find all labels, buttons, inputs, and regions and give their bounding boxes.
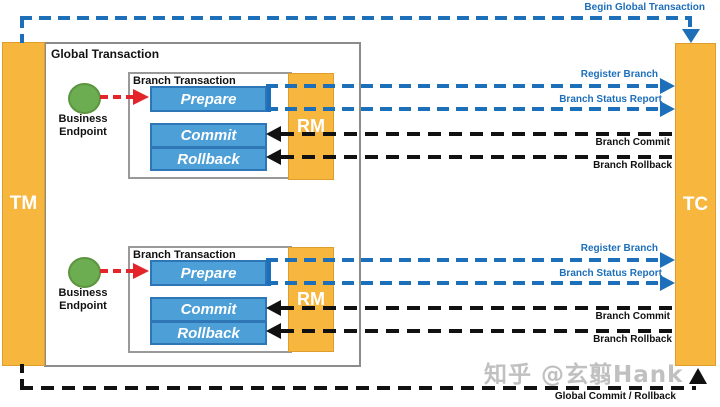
global-transaction-label: Global Transaction <box>51 47 160 61</box>
branch-rollback-arrowhead-icon <box>266 149 281 165</box>
commit-action: Commit <box>150 123 267 148</box>
prepare-action: Prepare <box>150 260 267 286</box>
branch-commit-line <box>281 306 675 310</box>
rm-node-label: RM <box>297 116 325 136</box>
branch-commit-line <box>281 132 675 136</box>
business-endpoint-icon <box>68 257 101 288</box>
register-branch-label: Register Branch <box>580 243 658 254</box>
tc-node: TC <box>675 43 716 366</box>
branch-rollback-line <box>281 155 675 159</box>
invoke-arrowhead-icon <box>133 89 149 105</box>
invoke-arrow-line <box>100 95 133 99</box>
invoke-arrow-line <box>100 269 133 273</box>
rm-node: RM <box>288 73 334 180</box>
zhihu-watermark: 知乎 @玄翦Hank <box>484 362 684 388</box>
branch-rollback-line <box>281 329 675 333</box>
branch-commit-arrowhead-icon <box>266 300 281 316</box>
prepare-loop-edge <box>267 258 271 286</box>
branch-rollback-arrowhead-icon <box>266 323 281 339</box>
business-endpoint-icon <box>68 83 101 114</box>
begin-global-transaction-line-vertical-left <box>20 19 24 43</box>
business-endpoint-label: Business Endpoint <box>58 113 108 138</box>
branch-commit-label: Branch Commit <box>595 137 670 148</box>
global-commit-rollback-label: Global Commit / Rollback <box>554 391 676 402</box>
business-endpoint-label: Business Endpoint <box>58 287 108 312</box>
branch-transaction-label: Branch Transaction <box>133 75 236 87</box>
global-commit-rollback-arrowhead-icon <box>689 368 707 384</box>
register-branch-arrowhead-icon <box>660 78 675 94</box>
branch-status-report-line <box>266 281 661 285</box>
register-branch-arrowhead-icon <box>660 252 675 268</box>
register-branch-line <box>266 84 661 88</box>
begin-global-transaction-line <box>20 16 692 20</box>
global-commit-rollback-line-vertical-left <box>20 364 24 388</box>
prepare-loop-edge <box>267 84 271 112</box>
rollback-action: Rollback <box>150 321 267 345</box>
register-branch-label: Register Branch <box>580 69 658 80</box>
branch-commit-arrowhead-icon <box>266 126 281 142</box>
branch-transaction-label: Branch Transaction <box>133 249 236 261</box>
branch-rollback-label: Branch Rollback <box>593 160 672 171</box>
begin-global-transaction-line-vertical-right <box>688 18 692 30</box>
branch-status-report-arrowhead-icon <box>660 275 675 291</box>
branch-status-report-line <box>266 107 661 111</box>
global-commit-rollback-line <box>20 386 696 390</box>
begin-global-transaction-label: Begin Global Transaction <box>584 2 705 13</box>
prepare-action: Prepare <box>150 86 267 112</box>
commit-action: Commit <box>150 297 267 322</box>
invoke-arrowhead-icon <box>133 263 149 279</box>
begin-global-transaction-arrowhead-icon <box>682 29 700 43</box>
tm-node-label: TM <box>9 193 38 214</box>
branch-status-report-label: Branch Status Report <box>559 268 662 279</box>
branch-status-report-arrowhead-icon <box>660 101 675 117</box>
branch-status-report-label: Branch Status Report <box>559 94 662 105</box>
branch-commit-label: Branch Commit <box>595 311 670 322</box>
rm-node: RM <box>288 247 334 352</box>
global-transaction-box: Global Transaction <box>44 42 361 367</box>
rm-node-label: RM <box>297 289 325 309</box>
register-branch-line <box>266 258 661 262</box>
tm-node: TM <box>2 42 45 366</box>
rollback-action: Rollback <box>150 147 267 171</box>
tc-node-label: TC <box>682 193 709 215</box>
branch-rollback-label: Branch Rollback <box>593 334 672 345</box>
